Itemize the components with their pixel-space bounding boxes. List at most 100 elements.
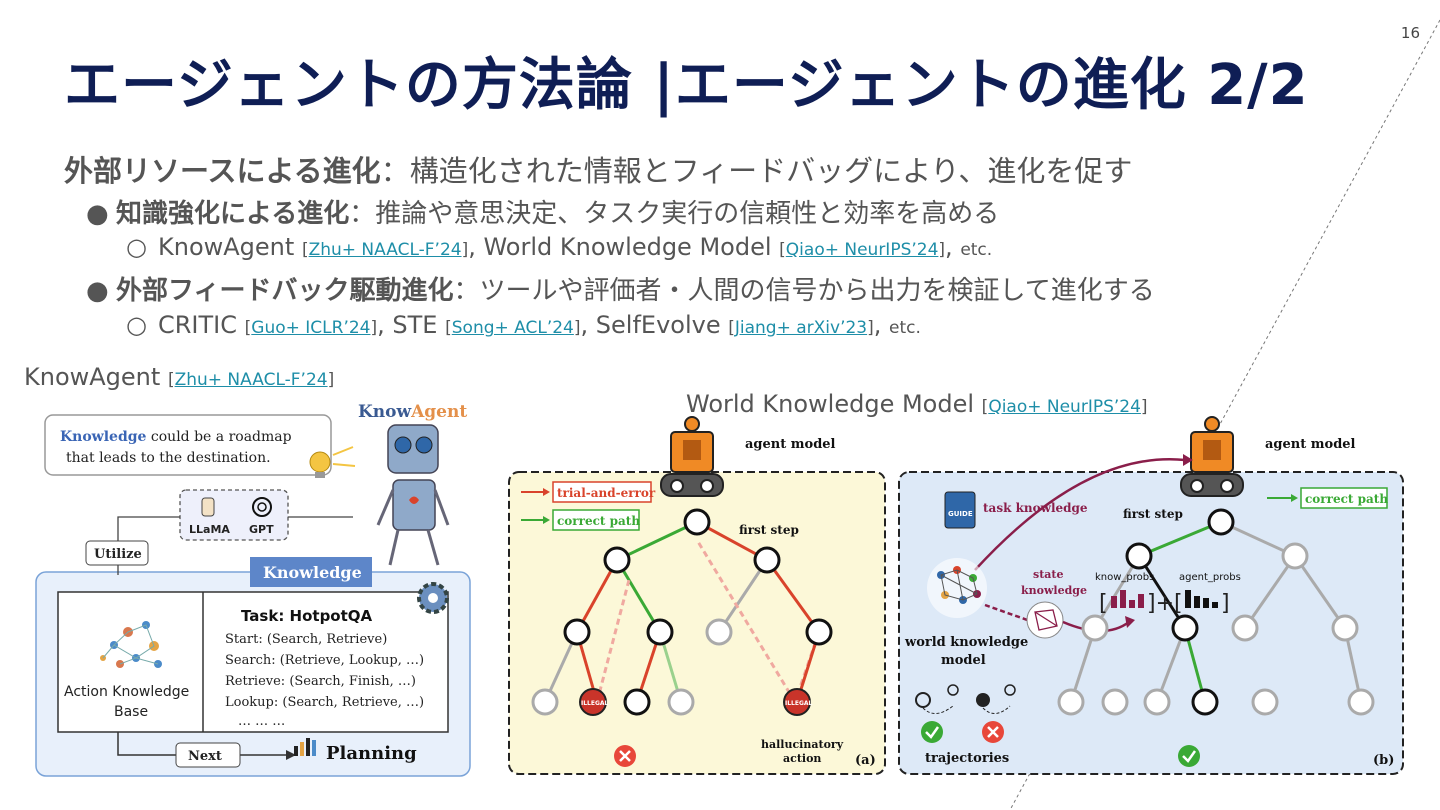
agent-probs-label: agent_probs <box>1179 572 1241 583</box>
gpt-label: GPT <box>249 523 274 536</box>
open-book <box>57 591 449 733</box>
ref-name: KnowAgent <box>158 233 295 261</box>
know-probs-bars: [ ]+[ <box>1099 590 1183 616</box>
openai-icon <box>252 497 272 517</box>
state-knowledge-line-2: knowledge <box>1021 584 1087 597</box>
check-icon <box>1178 745 1200 767</box>
wkm-label-line-1: world knowledge <box>904 635 1028 650</box>
svg-text:ILLEGAL: ILLEGAL <box>581 700 609 707</box>
hallucinatory-label: hallucinatory <box>761 738 844 751</box>
llama-label: LLaMA <box>189 523 230 536</box>
svg-text:[: [ <box>1099 591 1108 616</box>
speech-bubble <box>44 414 332 476</box>
separator: , <box>873 311 890 339</box>
slide-number: 16 <box>1400 24 1420 42</box>
svg-text:]+[: ]+[ <box>1147 591 1183 616</box>
bullet-2: ●外部フィードバック駆動進化：ツールや評価者・人間の信号から出力を検証して進化す… <box>86 276 1155 306</box>
cross-icon <box>614 745 636 767</box>
caption-name: KnowAgent <box>24 363 161 391</box>
map-pin-icon <box>976 684 1016 714</box>
knowledge-tab <box>250 557 372 587</box>
caption-name: World Knowledge Model <box>686 390 975 418</box>
svg-text:GUIDE: GUIDE <box>948 510 973 518</box>
separator: , <box>377 311 393 339</box>
robot-illustration <box>376 424 450 566</box>
intro-rest: ：構造化された情報とフィードバッグにより、進化を促す <box>380 154 1133 188</box>
task-knowledge-label: task knowledge <box>983 501 1088 515</box>
next-label-box <box>175 742 241 768</box>
agent-model-label-b: agent model <box>1265 437 1356 452</box>
ref-name: SelfEvolve <box>595 311 721 339</box>
bullet-1-bold: 知識強化による進化 <box>116 199 350 229</box>
bullet-2-rest: ：ツールや評価者・人間の信号から出力を検証して進化する <box>453 276 1155 306</box>
bubble-line-2: that leads to the destination. <box>66 450 271 466</box>
bubble-line-1: Knowledge could be a roadmap <box>60 429 292 445</box>
bullet-2-bold: 外部フィードバック駆動進化 <box>116 276 454 306</box>
check-icon <box>921 721 943 743</box>
task-line: Retrieve: (Search, Finish, …) <box>225 674 416 689</box>
illegal-stamp: ILLEGAL <box>783 688 813 716</box>
intro-line: 外部リソースによる進化：構造化された情報とフィードバッグにより、進化を促す <box>64 148 1132 190</box>
task-title: Task: HotpotQA <box>241 607 373 625</box>
separator: , <box>580 311 596 339</box>
task-line: Lookup: (Search, Retrieve, …) <box>225 695 424 710</box>
citation-link[interactable]: Zhu+ NAACL-F’24 <box>308 240 462 260</box>
wkm-label-line-2: model <box>941 653 986 668</box>
agent-probs-bars: ] <box>1185 590 1230 616</box>
knowagent-caption: KnowAgent [Zhu+ NAACL-F’24] <box>24 363 335 391</box>
citation-link[interactable]: Zhu+ NAACL-F’24 <box>174 370 328 390</box>
akb-line-2: Base <box>114 704 148 720</box>
akb-line-1: Action Knowledge <box>64 684 189 700</box>
knowagent-logo: KnowAgent <box>358 402 467 422</box>
action-label: action <box>783 752 821 765</box>
citation-link[interactable]: Qiao+ NeurIPS’24 <box>988 397 1141 417</box>
etc: etc. <box>889 318 921 338</box>
light-bulb-icon <box>309 446 356 478</box>
utilize-label: Utilize <box>94 547 142 562</box>
state-network-icon <box>1026 601 1064 639</box>
illegal-stamp: ILLEGAL <box>579 688 609 716</box>
robot-agent-icon <box>1180 416 1244 497</box>
agent-model-label-a: agent model <box>745 437 836 452</box>
citation-link[interactable]: Qiao+ NeurIPS’24 <box>785 240 939 260</box>
ref-name: World Knowledge Model <box>483 233 772 261</box>
knowagent-figure: Knowledge could be a roadmap that leads … <box>35 402 471 777</box>
gear-icon <box>417 582 449 614</box>
brain-network-icon <box>927 558 987 618</box>
legend-trial <box>552 481 652 503</box>
wkm-caption: World Knowledge Model [Qiao+ NeurIPS’24] <box>686 390 1148 418</box>
citation-link[interactable]: Jiang+ arXiv’23 <box>734 318 868 338</box>
panel-a-label: (a) <box>855 753 876 768</box>
llama-icon <box>201 497 215 517</box>
citation-link[interactable]: Song+ ACL’24 <box>451 318 574 338</box>
first-step-label: first step <box>739 523 799 537</box>
bar-chart-icon <box>294 738 316 756</box>
map-pin-icon <box>915 684 959 714</box>
legend-trial-label: trial-and-error <box>557 486 656 500</box>
citation-link[interactable]: Guo+ ICLR’24 <box>251 318 371 338</box>
panel-b-label: (b) <box>1373 753 1394 768</box>
trajectories-label: trajectories <box>925 751 1009 766</box>
task-line: Start: (Search, Retrieve) <box>225 632 387 647</box>
ref-name: CRITIC <box>158 311 238 339</box>
knowledge-network-icon <box>100 621 162 668</box>
know-probs-label: know_probs <box>1095 572 1154 583</box>
next-label: Next <box>188 749 222 764</box>
etc: etc. <box>960 240 993 260</box>
legend-correct-label: correct path <box>557 514 640 528</box>
svg-text:ILLEGAL: ILLEGAL <box>785 700 813 707</box>
tree-b-nodes <box>1057 508 1375 716</box>
separator: , <box>468 233 484 261</box>
sub-bullet-2: ○CRITIC [Guo+ ICLR’24], STE [Song+ ACL’2… <box>126 311 921 339</box>
knowledge-tab-label: Knowledge <box>263 563 362 582</box>
legend-correct-b <box>1300 487 1388 509</box>
sub-bullet-1: ○KnowAgent [Zhu+ NAACL-F’24], World Know… <box>126 233 993 261</box>
task-line: … … … <box>238 714 285 729</box>
robot-agent-icon <box>660 416 724 497</box>
planning-label: Planning <box>326 743 417 764</box>
cross-icon <box>982 721 1004 743</box>
bullet-1: ●知識強化による進化：推論や意思決定、タスク実行の信頼性と効率を高める <box>86 199 1000 229</box>
tree-a-nodes <box>531 508 833 716</box>
wkm-figure: agent model agent model trial-and-error … <box>508 416 1404 775</box>
page-title: エージェントの方法論 |エージェントの進化 2/2 <box>64 53 1309 118</box>
